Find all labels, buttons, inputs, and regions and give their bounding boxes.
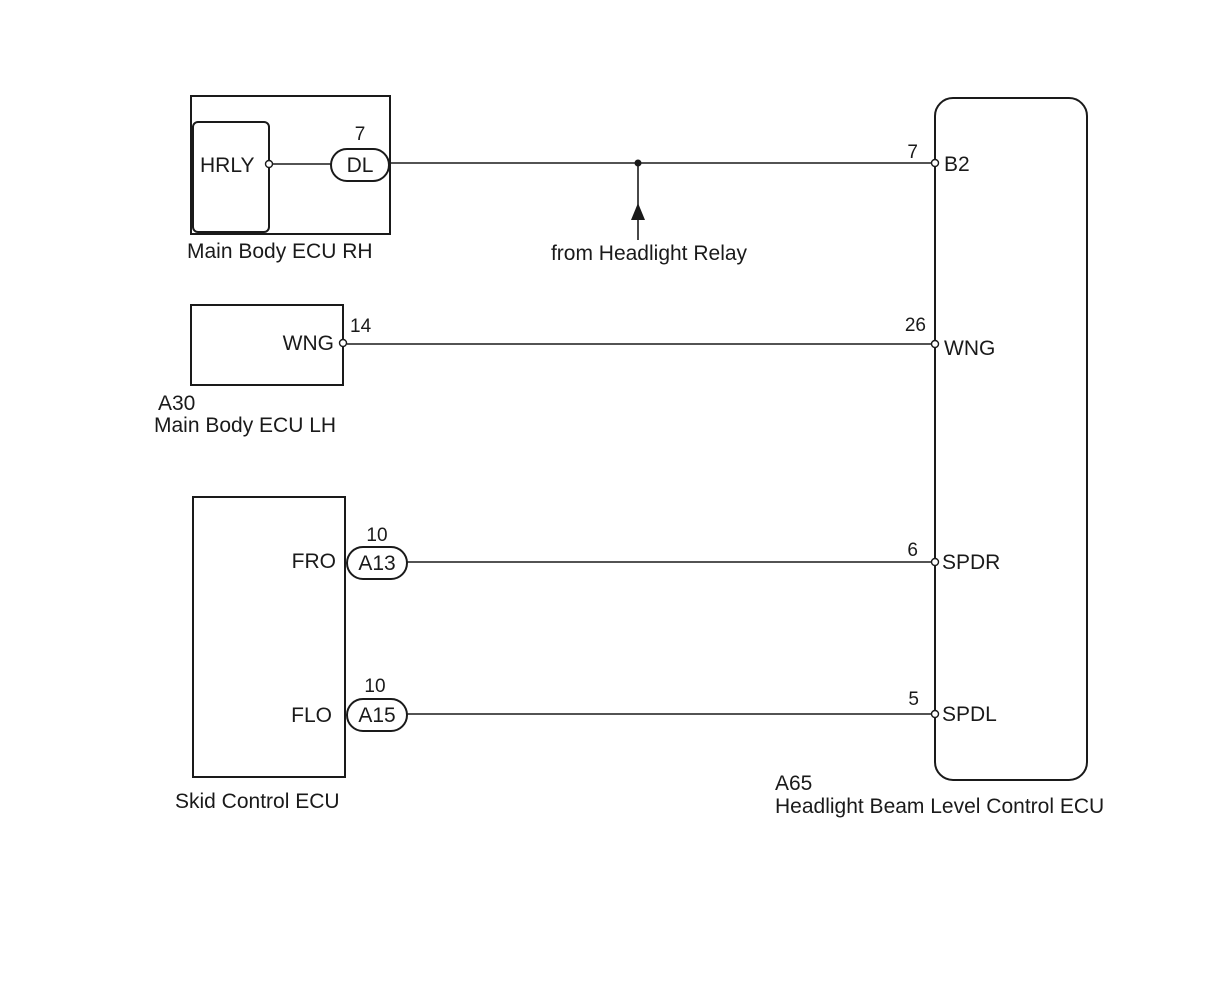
- main-body-ecu-rh-name: Main Body ECU RH: [187, 240, 373, 263]
- spdr-pin-number: 6: [907, 540, 918, 561]
- dl-connector-label: DL: [347, 154, 374, 177]
- dl-connector-pill: [330, 148, 390, 182]
- hrly-terminal-dot: [264, 159, 274, 169]
- wng-lh-terminal-label: WNG: [283, 332, 334, 355]
- skid-control-ecu-box: [192, 496, 346, 778]
- headlight-beam-ecu-box: [934, 97, 1088, 781]
- spdl-terminal-dot: [930, 709, 940, 719]
- headlight-relay-annotation: from Headlight Relay: [551, 242, 748, 265]
- wng-lh-terminal-dot: [338, 338, 348, 348]
- spdl-pin-number: 5: [908, 689, 919, 710]
- skid-control-ecu-name: Skid Control ECU: [175, 790, 340, 813]
- dl-pin-number: 7: [355, 124, 366, 145]
- hrly-terminal-label: HRLY: [200, 154, 254, 177]
- a15-connector-pill: [346, 698, 408, 732]
- arrow-up-icon: [631, 203, 645, 220]
- main-body-ecu-lh-name: Main Body ECU LH: [154, 414, 336, 437]
- skid-control-ecu: FRO A13 10 FLO A15 10 Skid Control ECU: [175, 496, 408, 813]
- headlight-beam-ecu-name: Headlight Beam Level Control ECU: [775, 795, 1104, 818]
- main-body-ecu-lh: WNG 14 A30 Main Body ECU LH: [154, 304, 372, 437]
- b2-terminal-label: B2: [944, 153, 970, 176]
- main-body-ecu-lh-box: [190, 304, 344, 386]
- a13-pin-number: 10: [366, 525, 387, 546]
- wng-rh-terminal-label: WNG: [944, 337, 995, 360]
- wng-lh-pin-number: 14: [350, 316, 372, 337]
- wng-rh-terminal-dot: [930, 339, 940, 349]
- fro-terminal-label: FRO: [292, 550, 336, 573]
- headlight-beam-ecu-code: A65: [775, 772, 812, 795]
- flo-terminal-label: FLO: [291, 704, 332, 727]
- wng-rh-pin-number: 26: [905, 315, 926, 336]
- spdl-terminal-label: SPDL: [942, 703, 997, 726]
- a13-connector-label: A13: [358, 552, 395, 575]
- spdr-terminal-label: SPDR: [942, 551, 1000, 574]
- a15-connector-label: A15: [358, 704, 395, 727]
- spdr-terminal-dot: [930, 557, 940, 567]
- a13-connector-pill: [346, 546, 408, 580]
- a15-pin-number: 10: [364, 676, 385, 697]
- hrly-inner-box: [192, 121, 270, 233]
- b2-terminal-dot: [930, 158, 940, 168]
- b2-pin-number: 7: [907, 142, 918, 163]
- main-body-ecu-rh: HRLY DL 7 Main Body ECU RH: [187, 95, 391, 263]
- headlight-beam-level-ecu: 7 B2 26 WNG 6 SPDR 5 SPDL A65 Headlight …: [775, 97, 1104, 818]
- main-body-ecu-lh-code: A30: [158, 392, 195, 415]
